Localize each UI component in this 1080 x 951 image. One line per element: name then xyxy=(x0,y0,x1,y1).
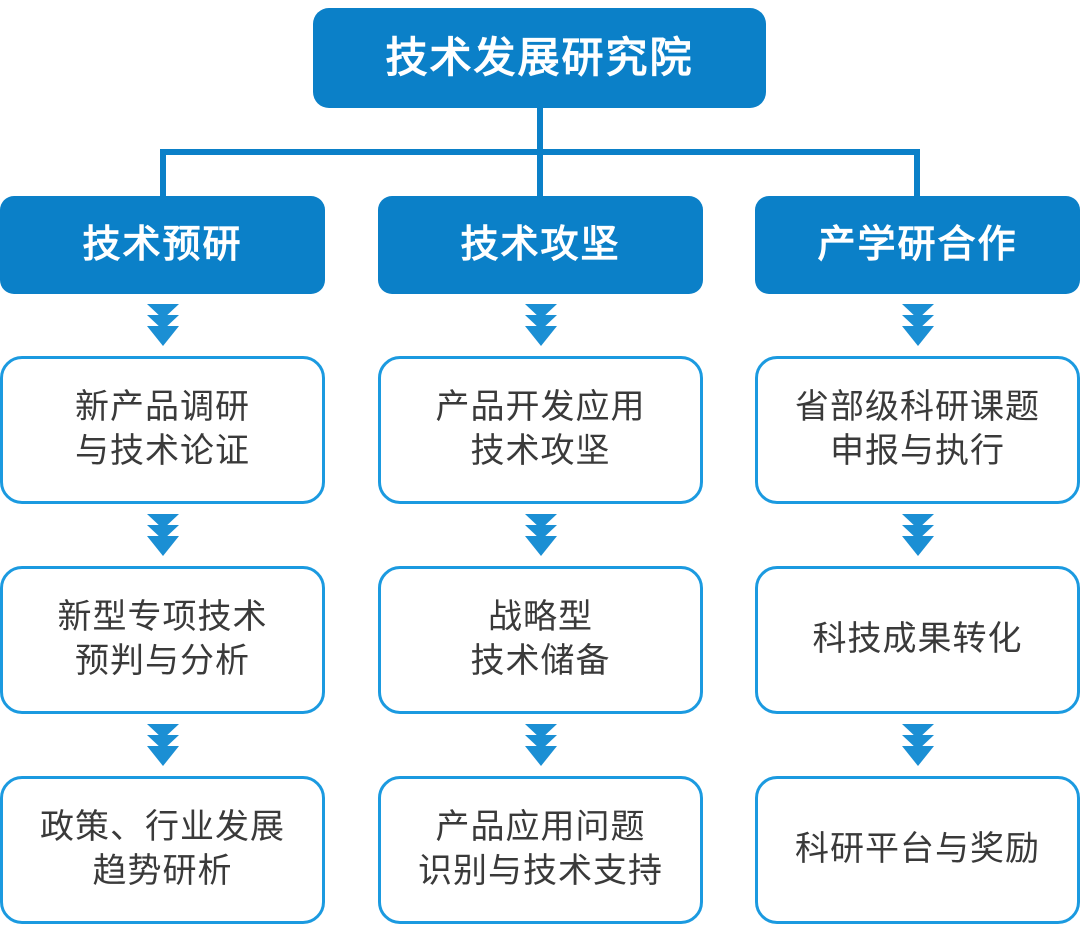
node-box-2-3[interactable]: 产品应用问题 识别与技术支持 xyxy=(378,776,703,924)
node-box-1-2-line-1: 新型专项技术 xyxy=(57,598,268,637)
branch-column-1: 技术预研 新产品调研 与技术论证 新型专项技术 预判与分析 xyxy=(0,196,325,924)
column-header-2[interactable]: 技术攻坚 xyxy=(378,196,703,294)
chevron-down-icon xyxy=(378,714,703,776)
node-box-2-3-line-2: 识别与技术支持 xyxy=(418,852,663,890)
node-box-2-2-line-1: 战略型 xyxy=(488,598,593,637)
node-box-2-1[interactable]: 产品开发应用 技术攻坚 xyxy=(378,356,703,504)
connector-drop-column-3 xyxy=(914,149,920,199)
root-node-label: 技术发展研究院 xyxy=(385,34,694,81)
column-header-1-label: 技术预研 xyxy=(82,224,243,266)
node-box-3-1-line-1: 省部级科研课题 xyxy=(795,388,1040,427)
node-box-2-3-line-1: 产品应用问题 xyxy=(435,808,646,847)
node-box-3-2[interactable]: 科技成果转化 xyxy=(755,566,1080,714)
branch-column-3: 产学研合作 省部级科研课题 申报与执行 科技成果转化 xyxy=(755,196,1080,924)
node-box-3-3-line-1: 科研平台与奖励 xyxy=(795,830,1040,869)
chevron-down-icon xyxy=(0,714,325,776)
node-box-1-2[interactable]: 新型专项技术 预判与分析 xyxy=(0,566,325,714)
connector-root-stem xyxy=(537,106,543,154)
chevron-down-icon xyxy=(378,294,703,356)
node-box-3-3[interactable]: 科研平台与奖励 xyxy=(755,776,1080,924)
branch-column-2: 技术攻坚 产品开发应用 技术攻坚 战略型 技术储备 xyxy=(378,196,703,924)
node-box-1-1-line-1: 新产品调研 xyxy=(75,388,250,427)
node-box-3-1-line-2: 申报与执行 xyxy=(830,432,1005,470)
column-header-1[interactable]: 技术预研 xyxy=(0,196,325,294)
node-box-1-2-line-2: 预判与分析 xyxy=(75,642,250,680)
chevron-down-icon xyxy=(378,504,703,566)
node-box-2-1-line-2: 技术攻坚 xyxy=(470,432,611,470)
chevron-down-icon xyxy=(755,294,1080,356)
node-box-1-3-line-2: 趋势研析 xyxy=(92,852,233,890)
node-box-2-2-line-2: 技术储备 xyxy=(470,642,611,680)
node-box-1-3[interactable]: 政策、行业发展 趋势研析 xyxy=(0,776,325,924)
column-header-3-label: 产学研合作 xyxy=(817,224,1018,266)
chevron-down-icon xyxy=(755,504,1080,566)
chevron-down-icon xyxy=(755,714,1080,776)
column-header-2-label: 技术攻坚 xyxy=(460,224,621,266)
column-header-3[interactable]: 产学研合作 xyxy=(755,196,1080,294)
node-box-1-1-line-2: 与技术论证 xyxy=(75,432,250,470)
node-box-3-2-line-1: 科技成果转化 xyxy=(812,620,1023,659)
node-box-2-2[interactable]: 战略型 技术储备 xyxy=(378,566,703,714)
connector-drop-column-1 xyxy=(160,149,166,199)
connector-drop-column-2 xyxy=(537,149,543,199)
root-node[interactable]: 技术发展研究院 xyxy=(313,8,766,108)
node-box-2-1-line-1: 产品开发应用 xyxy=(435,388,646,427)
node-box-3-1[interactable]: 省部级科研课题 申报与执行 xyxy=(755,356,1080,504)
chevron-down-icon xyxy=(0,504,325,566)
chevron-down-icon xyxy=(0,294,325,356)
node-box-1-1[interactable]: 新产品调研 与技术论证 xyxy=(0,356,325,504)
node-box-1-3-line-1: 政策、行业发展 xyxy=(40,808,285,847)
